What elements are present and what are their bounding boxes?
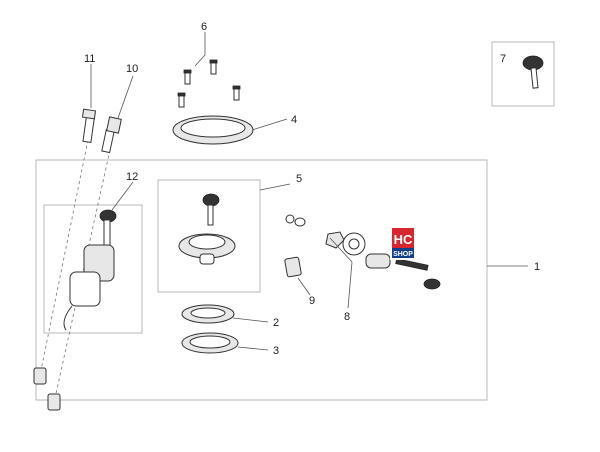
part-4-gasket — [172, 115, 254, 145]
leader-10 — [117, 75, 134, 119]
callout-7: 7 — [500, 53, 506, 65]
logo-line2: SHOP — [393, 251, 413, 258]
leader-3 — [237, 346, 269, 351]
leader-9 — [297, 277, 311, 296]
callout-1: 1 — [534, 261, 540, 273]
part-8-lock-assembly — [285, 214, 441, 290]
cap-11 — [33, 367, 47, 385]
callout-5: 5 — [296, 173, 302, 185]
cap-10 — [47, 393, 61, 411]
part-6-screws — [177, 59, 241, 108]
ignition-switch-box — [43, 204, 143, 334]
part-12-ignition-switch — [63, 209, 117, 331]
part-5-fuel-cap — [178, 193, 236, 265]
part-3-ring — [181, 332, 239, 354]
part-7-key — [522, 55, 544, 89]
key-box — [491, 41, 555, 107]
leader-5 — [259, 183, 291, 191]
callout-9: 9 — [309, 295, 315, 307]
leader-2 — [232, 317, 269, 323]
callout-6: 6 — [201, 21, 207, 33]
dash-line-11 — [39, 139, 89, 376]
fuel-cap-box — [157, 179, 261, 293]
callout-2: 2 — [273, 317, 279, 329]
callout-12: 12 — [126, 171, 138, 183]
leader-4 — [251, 118, 288, 131]
callout-8: 8 — [344, 311, 350, 323]
callout-4: 4 — [291, 114, 297, 126]
leader-6 — [194, 32, 206, 67]
assembly-frame — [35, 159, 488, 401]
callout-10: 10 — [126, 63, 138, 75]
callout-3: 3 — [273, 345, 279, 357]
part-9-clip — [284, 256, 302, 278]
part-2-ring — [181, 304, 235, 324]
part-11-bolt — [81, 108, 97, 143]
leader-8b — [329, 237, 353, 263]
part-10-shear-bolt — [101, 116, 122, 154]
logo-line1: HC — [394, 232, 413, 247]
leader-8a — [347, 261, 353, 309]
callout-11: 11 — [84, 53, 95, 65]
leader-12 — [111, 181, 134, 211]
hc-shop-logo: HC SHOP — [390, 226, 416, 260]
